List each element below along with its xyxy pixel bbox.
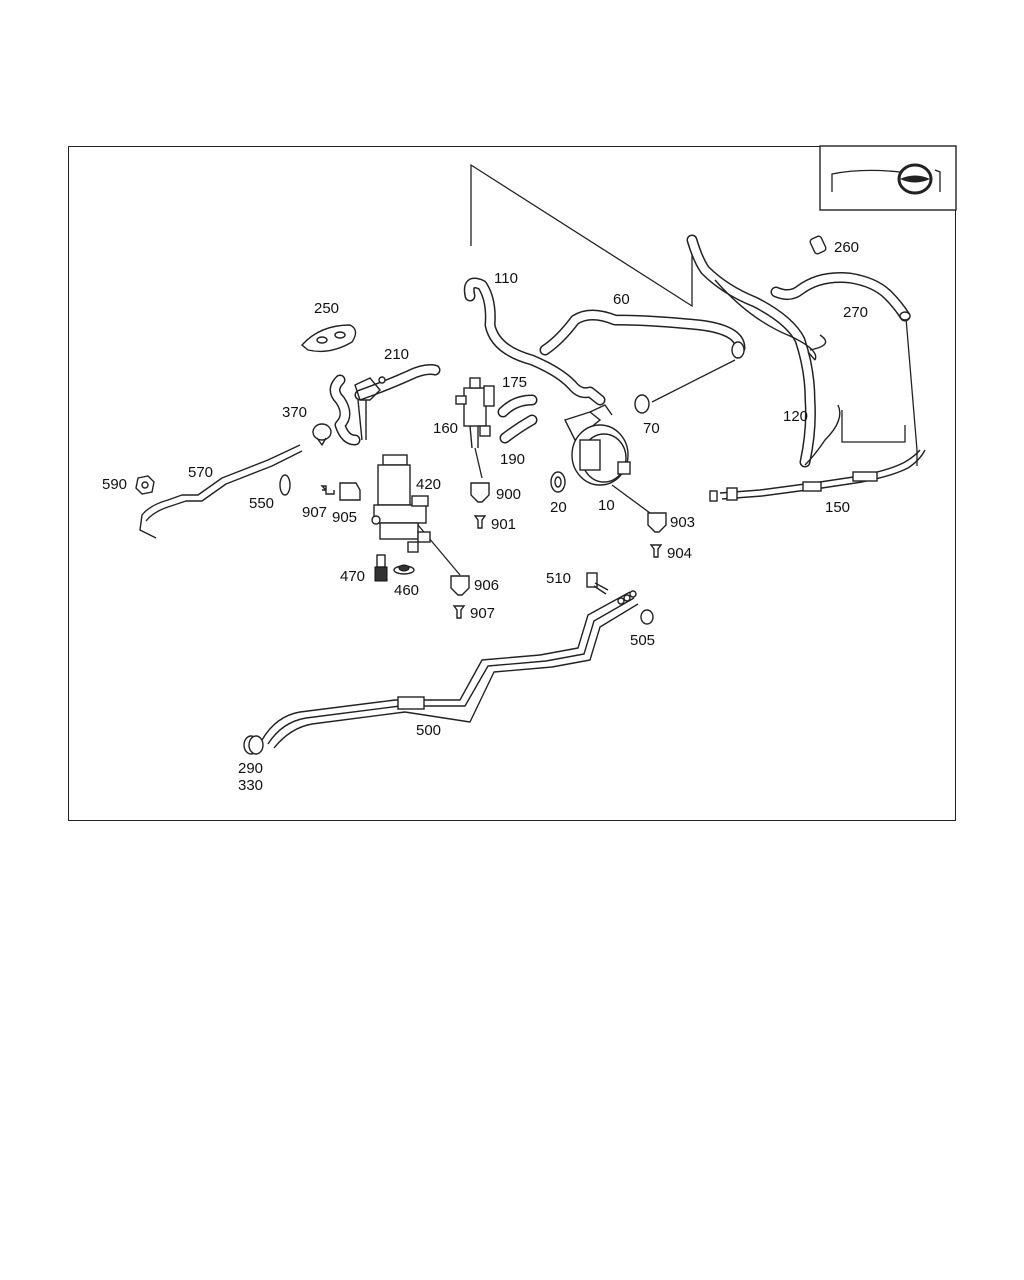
label-900: 900 [496,486,521,503]
grommet-20 [550,471,566,493]
label-270: 270 [843,304,868,321]
label-460: 460 [394,582,419,599]
label-250: 250 [314,300,339,317]
label-903: 903 [670,514,695,531]
hose-210 [329,364,441,446]
label-120: 120 [783,408,808,425]
label-904: 904 [667,545,692,562]
label-110: 110 [494,270,518,287]
hose-175 [497,394,538,418]
label-10: 10 [598,497,615,514]
label-290: 290 [238,760,263,777]
label-505: 505 [630,632,655,649]
label-570: 570 [188,464,213,481]
line-150 [709,449,926,502]
clamp-370 [312,423,332,446]
hose-120 [686,234,841,468]
label-907-b: 907 [470,605,495,622]
label-500: 500 [416,722,441,739]
nut-590 [135,475,155,495]
vehicle-orientation-icon [819,145,957,211]
washer-550 [279,474,291,496]
label-70: 70 [643,420,660,437]
screw-symbol-icon [339,482,667,596]
label-907-a: 907 [302,504,327,521]
label-901: 901 [491,516,516,533]
label-550: 550 [249,495,274,512]
label-510: 510 [546,570,571,587]
label-160: 160 [433,420,458,437]
grommet-460 [393,564,415,575]
bolt-symbol-icon [320,485,663,619]
label-260: 260 [834,239,859,256]
label-370: 370 [282,404,307,421]
label-470: 470 [340,568,365,585]
label-590: 590 [102,476,127,493]
hose-270 [770,272,911,322]
label-190: 190 [500,451,525,468]
hose-110 [463,277,606,406]
clamp-70 [634,394,650,414]
sensor-470 [374,554,388,582]
bolt-510 [586,572,609,595]
label-905: 905 [332,509,357,526]
label-60: 60 [613,291,630,308]
line-500 [261,590,639,749]
sleeve-260 [809,235,827,255]
valve-block-420 [371,454,431,553]
label-420: 420 [416,476,441,493]
label-210: 210 [384,346,409,363]
diagram-frame [68,146,956,821]
label-150: 150 [825,499,850,516]
label-330: 330 [238,777,263,794]
label-20: 20 [550,499,567,516]
valve-160 [455,377,495,449]
bracket-250 [300,324,357,353]
pump-10 [564,404,631,486]
washer-505 [640,609,654,625]
clamp-290-330 [243,735,264,755]
label-175: 175 [502,374,527,391]
hose-60 [539,309,746,359]
pipe-570 [139,444,303,539]
label-906: 906 [474,577,499,594]
part-labels: 10 20 60 70 110 120 150 160 175 190 210 … [102,239,868,794]
hose-190 [499,414,538,444]
